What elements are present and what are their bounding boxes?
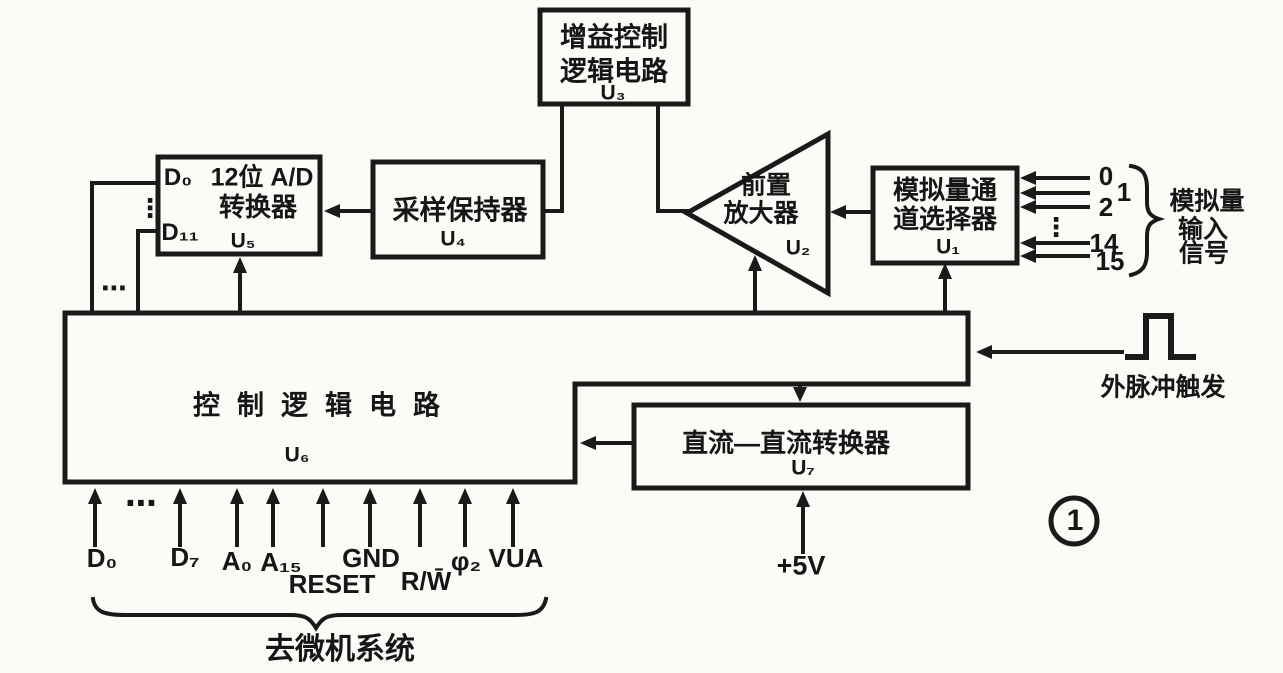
analog-input-caption-line2: 输入 [1177,215,1229,244]
preamp-label-line1: 前置 [740,171,792,200]
channel-label-15: 15 [1095,246,1125,276]
data-bus-ellipsis-vertical: ⋮ [137,193,163,223]
analog-input-caption-line1: 模拟量 [1169,187,1245,216]
microcomputer-brace [90,596,549,632]
channel-label-14: 14 [1089,228,1119,258]
pin-label-d7: D₇ [170,542,200,572]
channel-selector-to-preamp-arrow [830,205,875,219]
control-logic-ref: U₆ [284,443,310,467]
dcdc-to-control-arrow [580,436,636,450]
adc-pin-d11-label: D₁₁ [161,219,199,246]
gain-control-to-sample-hold-line [541,104,564,213]
control-to-channel-selector-arrow [938,263,952,313]
sample-hold-box [370,159,546,260]
pin-label-a0: A₀ [221,546,253,576]
preamp-triangle [681,129,831,298]
trigger-label: 外脉冲触发 [1100,373,1226,402]
control-to-dcdc-arrow [793,382,807,402]
sample-hold-label: 采样保持器 [392,195,528,226]
pin-label-a15: A₁₅ [260,547,302,577]
pulse-waveform-icon [1125,313,1196,360]
control-to-adc-arrow [233,257,247,313]
gain-control-ref: U₃ [600,81,626,105]
channel-selector-label-line2: 道选择器 [892,204,998,234]
channel-label-1: 1 [1116,177,1132,207]
figure-number-circle [1048,495,1100,547]
adc-ref: U₅ [230,229,256,253]
sample-hold-to-adc-arrow [324,204,375,218]
power-label: +5V [776,550,826,581]
channel-selector-label-line1: 模拟量通 [892,175,998,205]
pin-label-reset: RESET [288,569,376,599]
channel-ellipsis: ⋮ [1043,212,1069,242]
gain-control-label-line2: 逻辑电路 [560,56,668,87]
bus-ellipsis: ⋯ [125,485,157,521]
control-to-preamp-arrow [748,255,762,313]
data-bus-ellipsis-horizontal: ⋯ [101,273,127,303]
dcdc-ref: U₇ [791,456,815,480]
gain-control-to-preamp-line [656,104,691,213]
adc-pin-d0-label: D₀ [163,164,193,191]
pin-label-rw: R/W̄ [400,566,452,596]
channel-input-arrows [1020,171,1090,263]
adc-label-line1: 12位 A/D [210,163,314,192]
pin-label-vua: VUA [488,543,544,573]
control-logic-box [62,310,971,485]
gain-control-label-line1: 增益控制 [560,22,668,53]
plus5v-arrow [796,491,810,554]
bus-pin-arrows [88,488,520,547]
channel-label-2: 2 [1098,192,1114,222]
pin-label-gnd: GND [342,543,400,573]
pin-label-d0: D₀ [86,543,118,573]
adc-label-line2: 转换器 [218,192,298,222]
gain-control-box [537,7,691,107]
analog-input-caption-line3: 信号 [1178,239,1230,268]
channel-selector-ref: U₁ [936,235,960,259]
d0-bus-line [90,181,160,313]
dcdc-box [631,402,971,491]
trigger-arrow [976,345,1124,359]
dcdc-label: 直流—直流转换器 [681,428,891,458]
channel-selector-box [870,165,1020,266]
adc-box [155,154,323,257]
pin-label-phi2: φ₂ [450,546,482,576]
microcomputer-caption: 去微机系统 [265,633,415,666]
sample-hold-ref: U₄ [440,227,466,251]
channel-brace [1128,163,1166,278]
d11-bus-line [136,229,160,313]
figure-number: 1 [1066,504,1084,537]
control-logic-label: 控制逻辑电路 [193,390,457,421]
channel-label-0: 0 [1098,161,1114,191]
preamp-label-line2: 放大器 [723,199,799,228]
preamp-ref: U₂ [785,236,811,260]
